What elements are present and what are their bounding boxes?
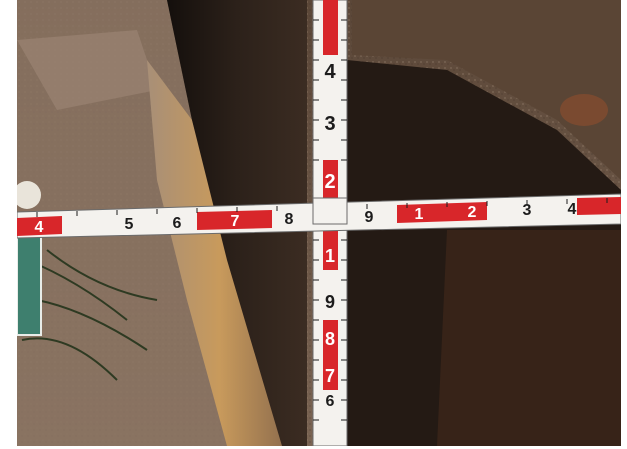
vrod-label-8: 8 <box>325 329 335 349</box>
vrod-label-9: 9 <box>325 292 335 312</box>
hrod-label-3: 3 <box>523 202 532 219</box>
hrod-label-8: 8 <box>285 211 294 228</box>
card-tag <box>17 181 41 209</box>
rock <box>560 94 608 126</box>
trench-photo: 4 3 2 1 9 8 7 6 4 <box>17 0 621 446</box>
right-ground <box>352 0 621 180</box>
sample-card <box>17 234 42 336</box>
vrod-label-7: 7 <box>325 366 335 386</box>
vrod-label-1: 1 <box>325 246 335 266</box>
hrod-label-5: 5 <box>125 216 134 233</box>
photo-canvas: 4 3 2 1 9 8 7 6 4 <box>17 0 621 446</box>
vrod-label-2: 2 <box>324 171 335 193</box>
vrod-label-4: 4 <box>324 61 336 83</box>
hrod-label-4a: 4 <box>35 219 44 236</box>
left-ground-highlight <box>17 30 157 110</box>
trench-reddish-wall <box>437 230 621 446</box>
hrod-label-7: 7 <box>231 213 240 230</box>
hrod-label-2: 2 <box>468 204 477 221</box>
hrod-label-1: 1 <box>415 206 424 223</box>
hrod-label-6: 6 <box>173 215 182 232</box>
rod-crossing <box>312 197 348 225</box>
vrod-label-3: 3 <box>324 113 335 135</box>
vrod-label-6: 6 <box>326 393 335 410</box>
hrod-label-4b: 4 <box>568 201 577 218</box>
hrod-label-9: 9 <box>365 209 374 226</box>
